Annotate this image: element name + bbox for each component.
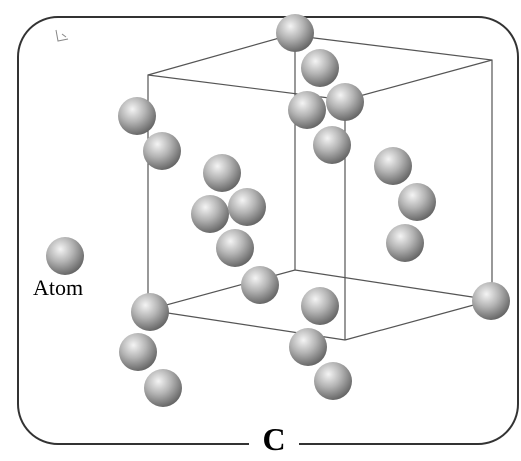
- atom-sphere: [203, 154, 241, 192]
- small-marker-icon: [55, 29, 69, 42]
- atom-sphere: [118, 97, 156, 135]
- atom-sphere: [144, 369, 182, 407]
- atom-sphere: [301, 49, 339, 87]
- atom-sphere: [374, 147, 412, 185]
- atom-sphere: [313, 126, 351, 164]
- atom-sphere: [289, 328, 327, 366]
- atom-sphere: [276, 14, 314, 52]
- atom-sphere: [301, 287, 339, 325]
- atom-sphere: [191, 195, 229, 233]
- figure-frame: [17, 16, 519, 445]
- atom-sphere: [143, 132, 181, 170]
- atom-sphere: [216, 229, 254, 267]
- atom-sphere: [131, 293, 169, 331]
- atoms: [46, 14, 510, 407]
- atom-sphere: [119, 333, 157, 371]
- atom-sphere: [241, 266, 279, 304]
- panel-label: C: [249, 417, 299, 461]
- unit-cell-edge: [344, 59, 493, 101]
- atom-sphere: [386, 224, 424, 262]
- atom-sphere: [472, 282, 510, 320]
- atom-sphere: [288, 91, 326, 129]
- atom-sphere: [314, 362, 352, 400]
- atom-label: Atom: [33, 275, 84, 300]
- atom-sphere: [398, 183, 436, 221]
- unit-cell-edge: [344, 299, 493, 341]
- atom-sphere: [326, 83, 364, 121]
- atom-sphere: [228, 188, 266, 226]
- atom-sphere: [46, 237, 84, 275]
